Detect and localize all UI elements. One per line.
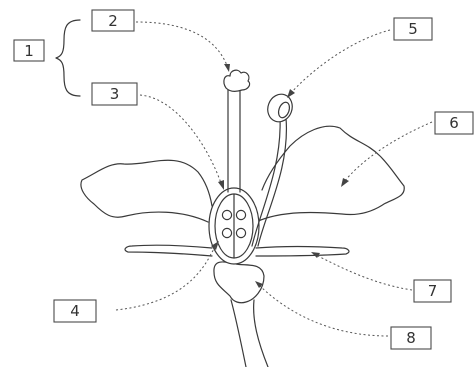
- label-6: 6: [434, 111, 474, 135]
- arrowhead-8: [255, 281, 263, 288]
- svg-text:1: 1: [24, 42, 34, 60]
- leader-3: [139, 94, 223, 187]
- left-petal: [80, 159, 213, 223]
- svg-text:8: 8: [406, 329, 416, 347]
- leader-lines: [115, 21, 433, 337]
- left-sepal: [124, 244, 213, 257]
- label-4: 4: [53, 299, 97, 323]
- leader-4: [115, 255, 211, 311]
- right-petal: [255, 125, 405, 223]
- ovules: [221, 209, 247, 239]
- leader-2: [135, 21, 229, 69]
- pistil-brace: [55, 19, 81, 97]
- label-1: 1: [13, 39, 45, 62]
- label-7: 7: [413, 279, 452, 303]
- flower-stem: [230, 299, 247, 367]
- label-2: 2: [91, 9, 135, 32]
- leader-7: [313, 253, 413, 291]
- svg-text:6: 6: [449, 114, 459, 132]
- svg-text:2: 2: [108, 12, 118, 30]
- leader-6: [343, 121, 433, 183]
- arrowhead-6: [341, 178, 349, 187]
- svg-text:3: 3: [110, 85, 120, 103]
- label-8: 8: [390, 326, 432, 350]
- label-5: 5: [393, 17, 433, 41]
- right-sepal: [255, 245, 350, 257]
- arrowhead-4: [211, 241, 219, 250]
- leader-8: [257, 283, 389, 337]
- svg-text:5: 5: [408, 20, 418, 38]
- stigma: [223, 69, 251, 92]
- flower-illustration: [80, 69, 405, 367]
- arrowhead-3: [218, 180, 224, 190]
- filament: [257, 117, 288, 247]
- svg-text:7: 7: [428, 282, 438, 300]
- leader-5: [289, 29, 391, 95]
- arrowhead-7: [311, 252, 320, 258]
- arrowhead-2: [224, 64, 230, 72]
- label-3: 3: [91, 82, 138, 106]
- arrowhead-5: [287, 89, 295, 98]
- svg-text:4: 4: [70, 302, 80, 320]
